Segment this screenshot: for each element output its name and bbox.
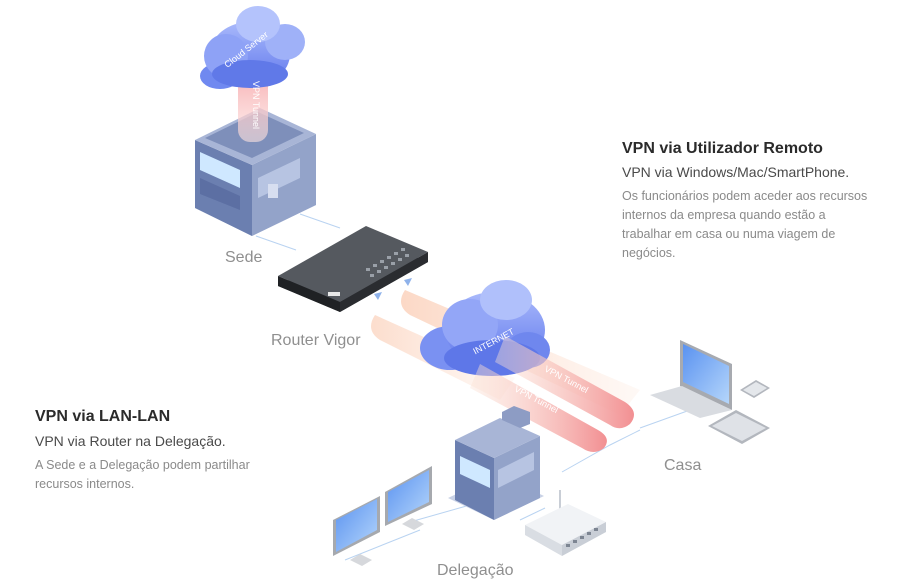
sede-label: Sede <box>225 249 263 266</box>
vpn-tunnel-to-delegacao <box>470 364 607 452</box>
cloud-server <box>200 6 305 89</box>
router-vigor <box>278 226 428 312</box>
link-delegacao-router <box>519 507 546 521</box>
vpn-tunnel-vertical-label: VPN Tunnel <box>251 81 261 129</box>
monitor-right <box>385 466 432 530</box>
monitor-left <box>333 496 380 566</box>
vpn-tunnel-to-casa <box>495 336 634 429</box>
smartphone <box>740 380 770 398</box>
laptop <box>650 340 732 418</box>
lan-title: VPN via LAN-LAN <box>35 408 171 425</box>
delegacao-label: Delegação <box>437 562 514 579</box>
router-vigor-label: Router Vigor <box>271 332 361 349</box>
link-monitor-a <box>344 529 421 561</box>
router-arrows <box>374 278 412 300</box>
tablet <box>708 410 770 444</box>
link-laptop-line <box>639 409 691 429</box>
remote-subtitle: VPN via Windows/Mac/SmartPhone. <box>622 164 850 180</box>
vpn-tunnels-diagonal <box>470 336 634 452</box>
lan-subtitle: VPN via Router na Delegação. <box>35 433 226 449</box>
remote-body: Os funcionários podem aceder aos recurso… <box>622 189 868 260</box>
lan-body: A Sede e a Delegação podem partilhar rec… <box>35 458 250 491</box>
link-casa-delegacao <box>561 429 641 473</box>
connection-lines <box>255 213 691 561</box>
delegacao-building <box>448 406 544 520</box>
link-sede-router-1 <box>255 235 297 251</box>
casa-label: Casa <box>664 457 702 474</box>
branch-router <box>525 490 606 556</box>
link-monitor-b <box>409 504 471 523</box>
link-sede-router-2 <box>299 213 341 229</box>
remote-title: VPN via Utilizador Remoto <box>622 140 823 157</box>
